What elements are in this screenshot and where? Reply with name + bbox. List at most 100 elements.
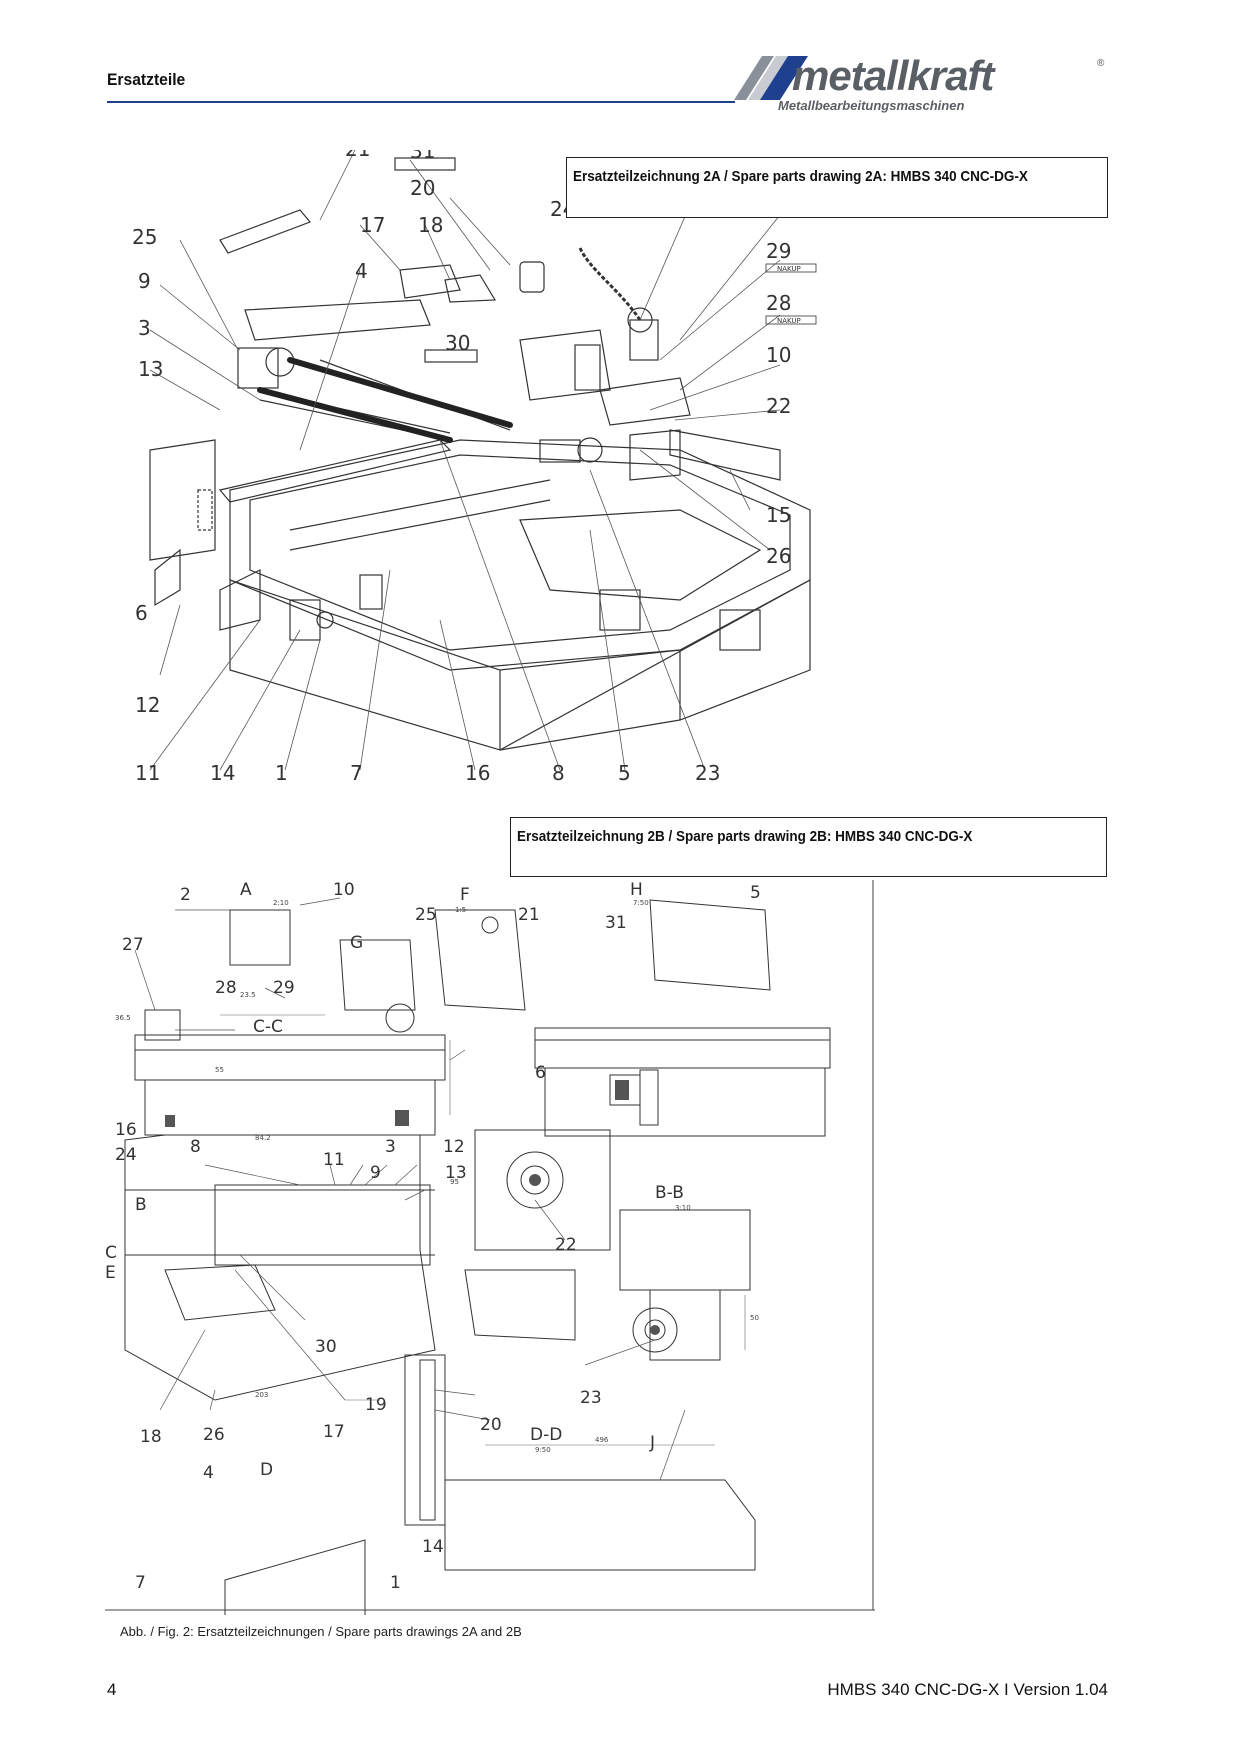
callout-2b-A: A xyxy=(240,880,252,900)
logo-registered: ® xyxy=(1097,58,1105,69)
drawing-2a-caption-text: Ersatzteilzeichnung 2A / Spare parts dra… xyxy=(573,168,1028,185)
callout-5: 5 xyxy=(618,761,631,785)
callout-20: 20 xyxy=(410,176,435,200)
callout-7: 7 xyxy=(350,761,363,785)
dim-203: 203 xyxy=(255,1391,268,1399)
callout-2b-9: 9 xyxy=(370,1163,381,1183)
callout-30: 30 xyxy=(445,331,470,355)
callout-21: 21 xyxy=(345,150,370,161)
callout-11: 11 xyxy=(135,761,160,785)
callout-28: 28 xyxy=(766,291,791,315)
callout-2b-C-C: C-C xyxy=(253,1017,283,1037)
tag-nakup-29: NAKUP xyxy=(777,265,801,273)
callout-2b-C: C xyxy=(105,1243,117,1263)
callout-2b-18: 18 xyxy=(140,1427,162,1447)
callout-3: 3 xyxy=(138,316,151,340)
callout-4: 4 xyxy=(355,259,368,283)
section-title: Ersatzteile xyxy=(107,70,186,89)
callout-13: 13 xyxy=(138,357,163,381)
callout-2b-3: 3 xyxy=(385,1137,396,1157)
callout-9: 9 xyxy=(138,269,151,293)
drawing-2b-caption-text: Ersatzteilzeichnung 2B / Spare parts dra… xyxy=(517,828,973,845)
callout-2b-26: 26 xyxy=(203,1425,225,1445)
callout-8: 8 xyxy=(552,761,565,785)
callout-2b-D: D xyxy=(260,1460,273,1480)
dim-scale-F: 1:5 xyxy=(455,906,466,914)
callout-2b-10: 10 xyxy=(333,880,355,900)
callout-2b-8: 8 xyxy=(190,1137,201,1157)
callout-2b-23: 23 xyxy=(580,1388,602,1408)
spare-parts-drawing-2a: 21 31 20 24 27 19 2 29 28 10 22 15 26 25… xyxy=(132,150,817,785)
dim-50: 50 xyxy=(750,1314,759,1322)
callout-2b-31: 31 xyxy=(605,913,627,933)
callout-15: 15 xyxy=(766,503,791,527)
logo-subtitle: Metallbearbeitungsmaschinen xyxy=(778,98,965,113)
callout-2b-19: 19 xyxy=(365,1395,387,1415)
callout-2b-25: 25 xyxy=(415,905,437,925)
callout-2b-11: 11 xyxy=(323,1150,345,1170)
callout-2b-13: 13 xyxy=(445,1163,467,1183)
logo-word: metallkraft xyxy=(792,52,994,99)
callout-2b-G: G xyxy=(350,933,363,953)
logo-mark-icon xyxy=(734,56,808,100)
callout-31: 31 xyxy=(410,150,435,163)
callout-2b-6: 6 xyxy=(535,1063,546,1083)
figure-caption: Abb. / Fig. 2: Ersatzteilzeichnungen / S… xyxy=(120,1624,522,1639)
callout-2b-E: E xyxy=(105,1263,116,1283)
callout-2b-14: 14 xyxy=(422,1537,444,1557)
callout-2b-29: 29 xyxy=(273,978,295,998)
callout-2b-B: B xyxy=(135,1195,147,1215)
callout-1: 1 xyxy=(275,761,288,785)
dim-23-5: 23.5 xyxy=(240,991,256,999)
callout-14: 14 xyxy=(210,761,235,785)
callout-2b-B-B: B-B xyxy=(655,1183,684,1203)
callout-12: 12 xyxy=(135,693,160,717)
callout-2b-4: 4 xyxy=(203,1463,214,1483)
callout-25: 25 xyxy=(132,225,157,249)
callout-2b-D-D: D-D xyxy=(530,1425,562,1445)
dim-scale-A: 2:10 xyxy=(273,899,289,907)
callout-16: 16 xyxy=(465,761,490,785)
callout-2b-12: 12 xyxy=(443,1137,465,1157)
dim-84-2: 84.2 xyxy=(255,1134,271,1142)
drawing-2a-caption: Ersatzteilzeichnung 2A / Spare parts dra… xyxy=(566,157,1108,218)
callout-29: 29 xyxy=(766,239,791,263)
page-number: 4 xyxy=(107,1680,117,1699)
callout-2b-24: 24 xyxy=(115,1145,137,1165)
callout-22: 22 xyxy=(766,394,791,418)
dim-scale-B-B: 3:10 xyxy=(675,1204,691,1212)
callout-17: 17 xyxy=(360,213,385,237)
callout-2b-F: F xyxy=(460,885,470,905)
callout-2b-1: 1 xyxy=(390,1573,401,1593)
callout-2b-H: H xyxy=(630,880,643,900)
tag-nakup-28: NAKUP xyxy=(777,317,801,325)
callout-2b-7: 7 xyxy=(135,1573,146,1593)
callout-2b-28: 28 xyxy=(215,978,237,998)
callout-2b-5: 5 xyxy=(750,883,761,903)
callout-2b-20: 20 xyxy=(480,1415,502,1435)
callout-2b-2: 2 xyxy=(180,885,191,905)
callout-18: 18 xyxy=(418,213,443,237)
callout-6: 6 xyxy=(135,601,148,625)
dim-36-5: 36.5 xyxy=(115,1014,131,1022)
callout-2b-J: J xyxy=(649,1433,655,1453)
document-version: HMBS 340 CNC-DG-X I Version 1.04 xyxy=(827,1680,1108,1699)
callout-23: 23 xyxy=(695,761,720,785)
callout-26: 26 xyxy=(766,544,791,568)
callout-2b-16: 16 xyxy=(115,1120,137,1140)
dim-scale-D-D: 9:50 xyxy=(535,1446,551,1454)
callout-2b-21: 21 xyxy=(518,905,540,925)
callout-2b-30: 30 xyxy=(315,1337,337,1357)
callout-10: 10 xyxy=(766,343,791,367)
drawing-2b-caption: Ersatzteilzeichnung 2B / Spare parts dra… xyxy=(510,817,1107,877)
metallkraft-logo: metallkraft ® Metallbearbeitungsmaschine… xyxy=(730,48,1115,118)
dim-95: 95 xyxy=(450,1178,459,1186)
header-rule xyxy=(107,101,735,103)
callout-2b-17: 17 xyxy=(323,1422,345,1442)
callout-2b-27: 27 xyxy=(122,935,144,955)
dim-scale-H: 7:50 xyxy=(633,899,649,907)
callout-2b-22: 22 xyxy=(555,1235,577,1255)
spare-parts-drawing-2b: 2 A 10 F 25 21 H 5 27 G 31 28 29 C-C 6 1… xyxy=(105,880,875,1615)
dim-55: 55 xyxy=(215,1066,224,1074)
dim-496: 496 xyxy=(595,1436,609,1444)
